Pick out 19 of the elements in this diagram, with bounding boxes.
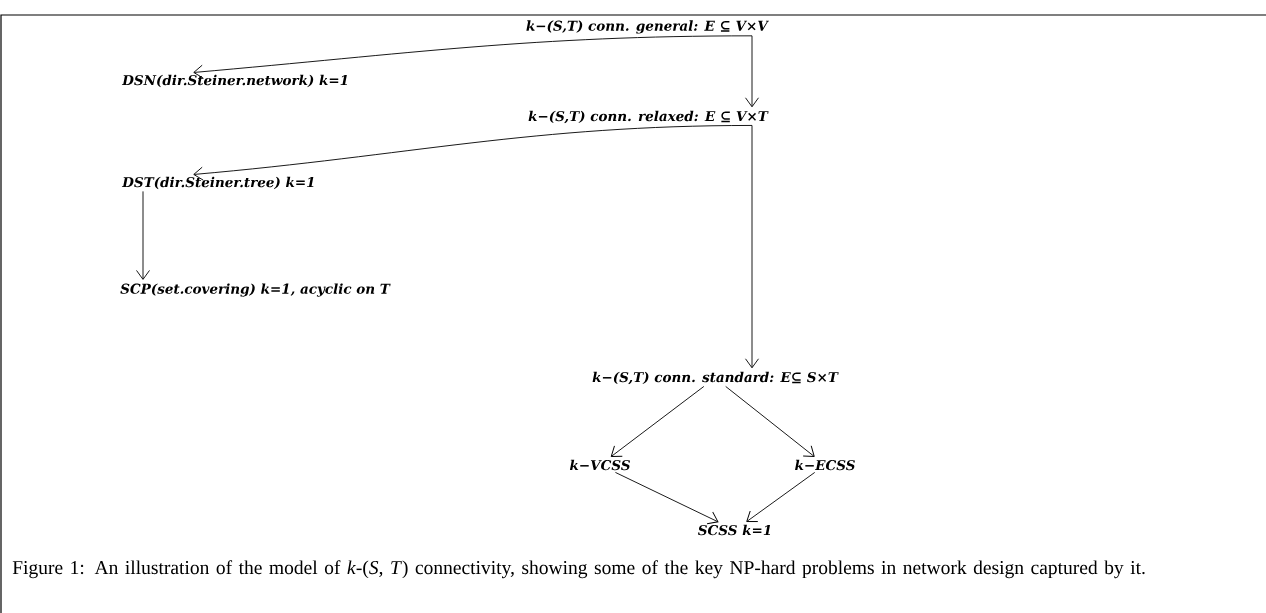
problem-label: SCSS k=1 — [697, 524, 771, 536]
arrow — [136, 190, 150, 280]
problem-label: DST(dir.Steiner.tree) k=1 — [121, 176, 314, 190]
problem-label: k−ECSS — [795, 459, 855, 471]
arrow — [193, 125, 753, 181]
arrow — [745, 35, 759, 108]
arrow — [746, 472, 816, 522]
problem-label: k−(S,T) conn. standard: E⊆ S×T — [592, 371, 839, 385]
problem-label: k−VCSS — [569, 459, 630, 471]
problem-label: k−(S,T) conn. relaxed: E ⊆ V×T — [528, 110, 769, 124]
arrow — [745, 125, 759, 369]
arrow — [193, 35, 753, 79]
caption: Figure 1: An illustration of the model of k-(S, T) connectivity, showing some of the key NP-hard problems in network design captured by it. — [12, 560, 1145, 579]
problem-label: DSN(dir.Steiner.network) k=1 — [121, 74, 347, 88]
problem-label: k−(S,T) conn. general: E ⊆ V×V — [526, 20, 769, 34]
problem-label: SCP(set.covering) k=1, acyclic on T — [120, 283, 391, 297]
arrow — [614, 472, 719, 525]
arrow — [610, 386, 705, 457]
arrow — [725, 386, 815, 457]
